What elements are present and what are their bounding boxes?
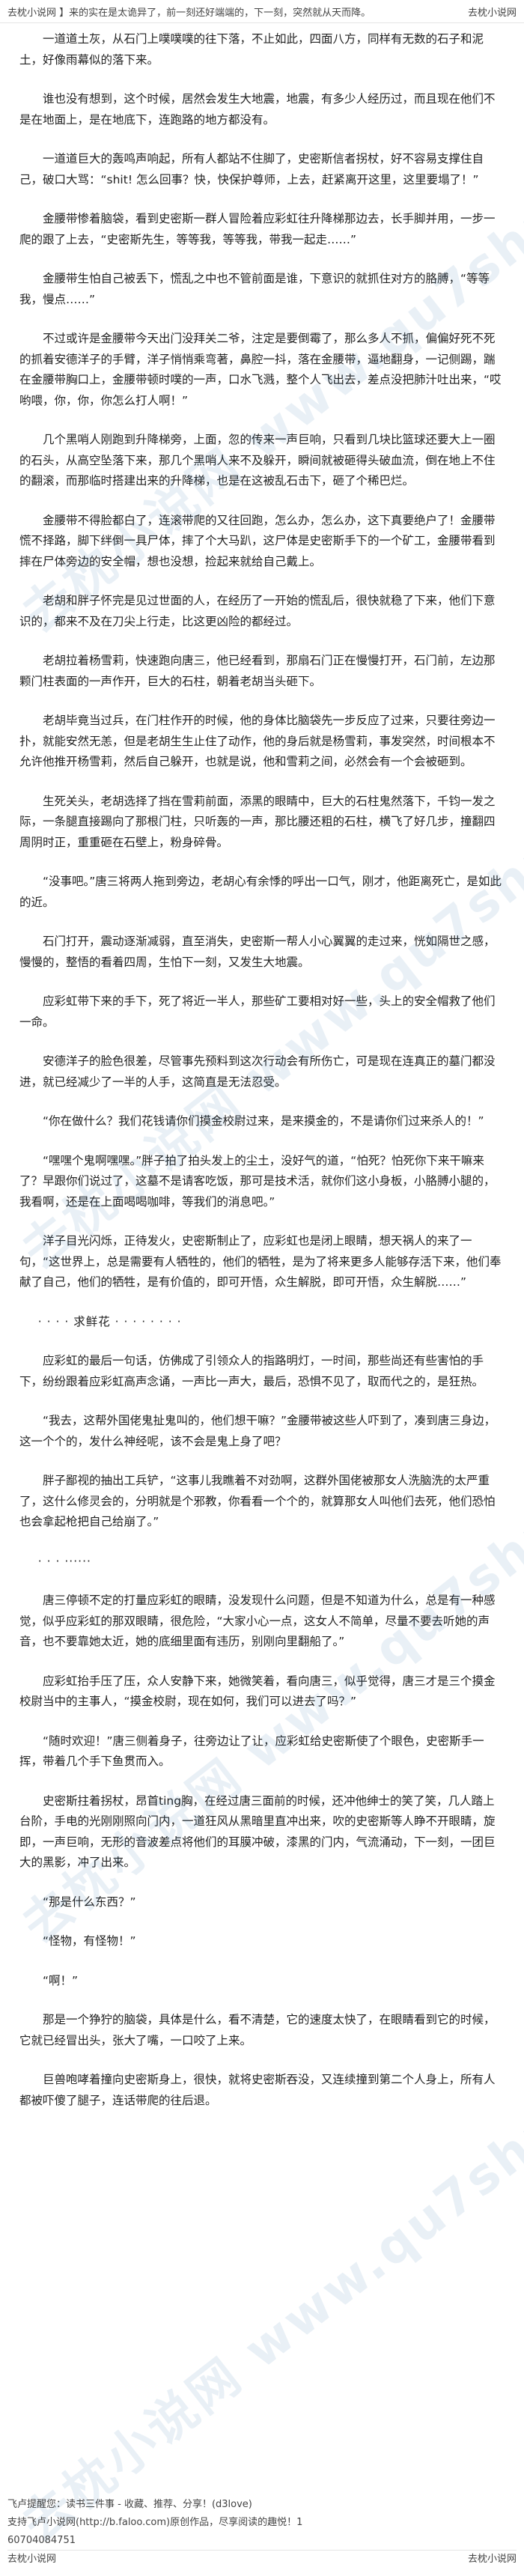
- paragraph: 谁也没有想到，这个时候，居然会发生大地震，地震，有多少人经历过，而且现在他们不是…: [19, 92, 496, 127]
- paragraph: 几个黑哨人刚跑到升降梯旁，上面，忽的传来一声巨响，只看到几块比篮球还要大上一圈的…: [19, 433, 496, 487]
- paragraph: 不过或许是金腰带今天出门没拜关二爷，注定是要倒霉了，那么多人不抓，偏偏好死不死的…: [19, 332, 502, 407]
- paragraph: 老胡拉着杨雪莉，快速跑向唐三，他已经看到，那扇石门正在慢慢打开，石门前，左边那颗…: [19, 654, 496, 688]
- paragraph: 胖子鄙视的抽出工兵铲，“这事儿我瞧着不对劲啊，这群外国佬被那女人洗脑洗的太严重了…: [19, 1474, 496, 1528]
- paragraph: “你在做什么？我们花钱请你们摸金校尉过来，是来摸金的，不是请你们过来杀人的！”: [43, 1114, 484, 1128]
- paragraph: “啊！”: [43, 1973, 79, 1987]
- paragraph: 史密斯拄着拐杖，昂首ting胸，在经过唐三面前的时候，还冲他绅士的笑了笑，几人踏…: [19, 1793, 496, 1870]
- paragraph: 安德洋子的脸色很差，尽管事先预料到这次行动会有所伤亡，可是现在连真正的墓门都没进…: [19, 1054, 496, 1089]
- paragraph: “那是什么东西？”: [43, 1895, 136, 1909]
- paragraph: 洋子目光闪烁，正待发火，史密斯制止了，应彩虹也是闭上眼睛，想天祸人的来了一句，“…: [19, 1234, 502, 1289]
- paragraph: 巨兽咆哮着撞向史密斯身上，很快，就将史密斯吞没，又连续撞到第二个人身上，所有人都…: [19, 2073, 496, 2107]
- paragraph: 金腰带惨着脑袋，看到史密斯一群人冒险着应彩虹往升降梯那边去，长手脚并用，一步一爬…: [19, 212, 496, 246]
- bottom-bar: 去枕小说网 去枕小说网: [7, 2550, 517, 2569]
- paragraph: 唐三停顿不定的打量应彩虹的眼睛，没发现什么问题，但是不知道为什么，总是有一种感觉…: [19, 1594, 496, 1648]
- paragraph: 那是一个狰狞的脑袋，具体是什么，看不清楚，它的速度太快了，在眼睛看到它的时候，它…: [19, 2013, 496, 2047]
- paragraph: “嘿嘿个鬼啊嘿嘿。”胖子拍了拍头发上的尘土，没好气的道，“怕死？怕死你下来干嘛来…: [19, 1153, 496, 1209]
- footer-code: 60704084751: [7, 2535, 76, 2546]
- paragraph: 一道道土灰，从石门上噗噗噗的往下落，不止如此，四面八方，同样有无数的石子和泥土，…: [19, 32, 484, 67]
- header-snippet: 去枕小说网 】来的实在是太诡异了，前一刻还好端端的，下一刻，突然就从天而降。: [7, 7, 371, 19]
- site-label[interactable]: 去枕小说网: [467, 7, 517, 19]
- share-reminder: 飞卢提醒您：读书三件事 - 收藏、推荐、分享！(d3love): [7, 2499, 252, 2510]
- header-bar: 去枕小说网 】来的实在是太诡异了，前一刻还好端端的，下一刻，突然就从天而降。 去…: [0, 0, 524, 23]
- paragraph: 石门打开，震动逐渐减弱，直至消失，史密斯一帮人小心翼翼的走过来，恍如隔世之感，慢…: [19, 935, 496, 969]
- site-label-right[interactable]: 去枕小说网: [467, 2554, 517, 2565]
- paragraph: “怪物，有怪物！”: [43, 1934, 136, 1948]
- section-divider: · · · ······: [37, 1554, 91, 1568]
- chapter-footer: 飞卢提醒您：读书三件事 - 收藏、推荐、分享！(d3love) 支持飞卢小说网(…: [0, 2496, 524, 2576]
- paragraph: 生死关头，老胡选择了挡在雪莉前面，添黑的眼睛中，巨大的石柱鬼然落下，千钧一发之际…: [19, 794, 496, 849]
- paragraph: 一道道巨大的轰鸣声响起，所有人都站不住脚了，史密斯信者拐杖，好不容易支撑住自己，…: [19, 152, 484, 186]
- paragraph: 金腰带不得脸都白了，连滚带爬的又往回跑，怎么办，怎么办，这下真要绝户了！金腰带慌…: [19, 513, 496, 568]
- site-label-left[interactable]: 去枕小说网: [7, 2554, 57, 2565]
- section-divider: · · · · 求鲜花 · · · · · · · ·: [37, 1314, 182, 1328]
- paragraph: 老胡毕竟当过兵，在门柱作开的时候，他的身体比脑袋先一步反应了过来，只要往旁边一扑…: [19, 714, 496, 768]
- chapter-body: 一道道土灰，从石门上噗噗噗的往下落，不止如此，四面八方，同样有无数的石子和泥土，…: [0, 23, 524, 2111]
- paragraph: 应彩虹抬手压了压，众人安静下来，她微笑着，看向唐三，似乎觉得，唐三才是三个摸金校…: [19, 1674, 496, 1709]
- paragraph: “我去，这帮外国佬鬼扯鬼叫的，他们想干嘛？”金腰带被这些人吓到了，凑到唐三身边，…: [19, 1414, 496, 1448]
- paragraph: 应彩虹带下来的手下，死了将近一半人，那些矿工要相对好一些，头上的安全帽救了他们一…: [19, 994, 496, 1029]
- paragraph: “随时欢迎！”唐三侧着身子，往旁边让了让，应彩虹给史密斯使了个眼色，史密斯手一挥…: [19, 1734, 484, 1769]
- support-link[interactable]: 支持飞卢小说网(http://b.faloo.com)原创作品，尽享阅读的趣悦！…: [7, 2517, 303, 2528]
- paragraph: 老胡和胖子怀完是见过世面的人，在经历了一开始的慌乱后，很快就稳了下来，他们下意识…: [19, 594, 496, 628]
- paragraph: “没事吧。”唐三将两人拖到旁边，老胡心有余悸的呼出一口气，刚才，他距离死亡，是如…: [19, 875, 502, 909]
- paragraph: 金腰带生怕自己被丢下，慌乱之中也不管前面是谁，下意识的就抓住对方的胳膊，“等等我…: [19, 272, 490, 306]
- paragraph: 应彩虹的最后一句话，仿佛成了引领众人的指路明灯，一时间，那些尚还有些害怕的手下，…: [19, 1354, 484, 1388]
- watermark: 去枕小说网 www.qu7shuo.com: [11, 1983, 524, 2554]
